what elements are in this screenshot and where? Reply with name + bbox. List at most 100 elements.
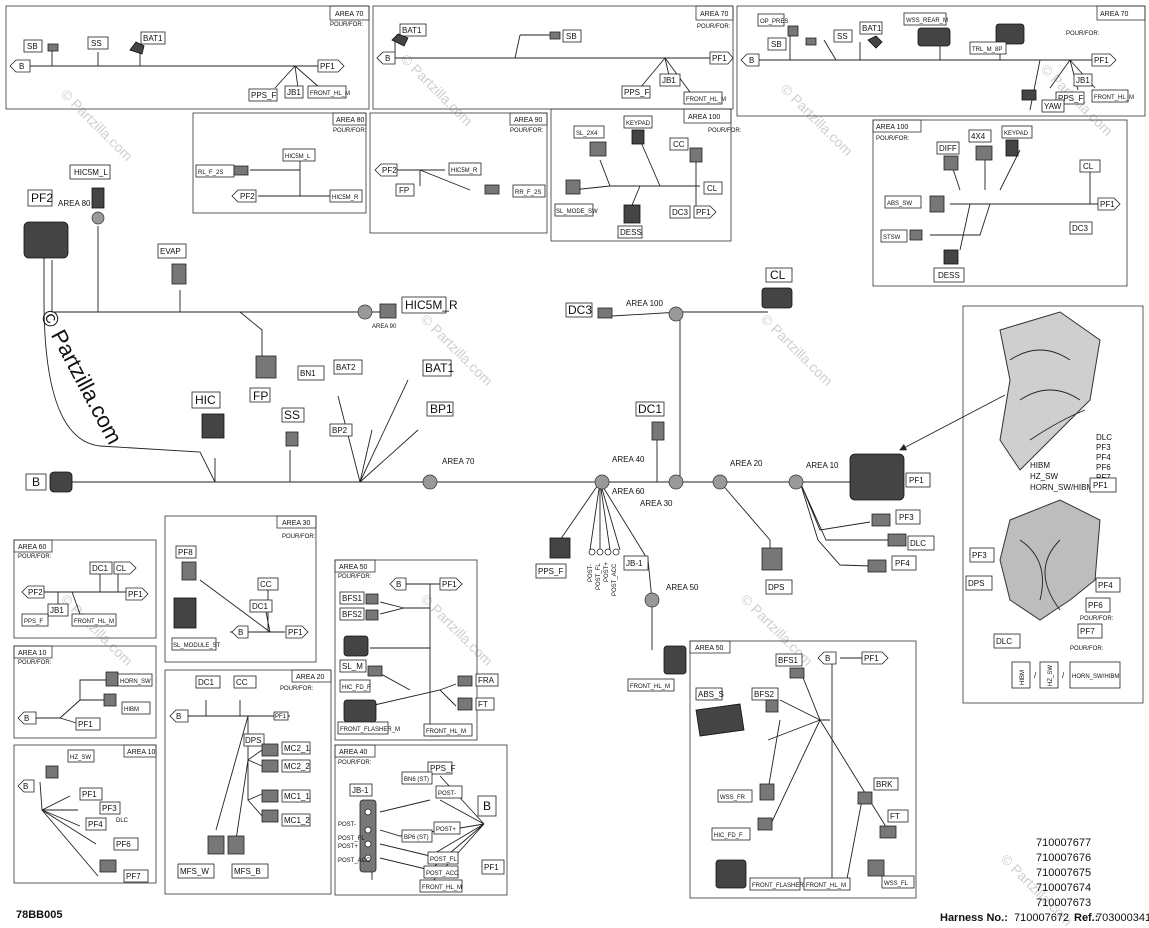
harness-illustration-bottom xyxy=(999,499,1101,621)
svg-text:POST+: POST+ xyxy=(604,562,610,582)
svg-text:BFS2: BFS2 xyxy=(342,610,363,619)
svg-text:BAT1: BAT1 xyxy=(143,34,163,43)
harness-illustration-top xyxy=(999,311,1101,471)
svg-text:OP_PRES: OP_PRES xyxy=(760,19,788,25)
svg-text:B: B xyxy=(385,54,390,63)
svg-text:AREA 70: AREA 70 xyxy=(700,11,729,18)
area100-grommet xyxy=(668,306,684,322)
svg-text:ABS_SW: ABS_SW xyxy=(887,201,912,207)
svg-text:BAT2: BAT2 xyxy=(336,363,356,372)
svg-text:HORN_SW/HIBM: HORN_SW/HIBM xyxy=(1072,674,1119,680)
svg-text:POUR/FOR:: POUR/FOR: xyxy=(282,534,316,540)
area60-label: AREA 60 xyxy=(612,487,645,496)
svg-text:PF1: PF1 xyxy=(82,790,97,799)
svg-text:PF4: PF4 xyxy=(895,559,910,568)
svg-text:PF2: PF2 xyxy=(31,191,53,205)
svg-text:HIC5M_R: HIC5M_R xyxy=(405,298,458,312)
svg-text:JB1: JB1 xyxy=(1076,76,1090,85)
svg-text:POST+: POST+ xyxy=(436,827,456,833)
svg-text:EVAP: EVAP xyxy=(160,247,181,256)
svg-text:PF6: PF6 xyxy=(116,840,131,849)
area90-grommet xyxy=(357,304,373,320)
svg-text:POST-: POST- xyxy=(438,791,456,797)
area40-grommet xyxy=(594,474,610,490)
svg-text:AREA 100: AREA 100 xyxy=(876,124,908,131)
svg-text:AREA 90: AREA 90 xyxy=(514,117,543,124)
svg-text:AREA 70: AREA 70 xyxy=(335,11,364,18)
svg-text:CL: CL xyxy=(770,268,786,282)
svg-text:PF1: PF1 xyxy=(78,720,93,729)
svg-text:HIBM: HIBM xyxy=(1020,670,1026,685)
svg-text:DC3: DC3 xyxy=(1072,224,1089,233)
svg-text:BFS2: BFS2 xyxy=(754,690,775,699)
svg-text:POUR/FOR:: POUR/FOR: xyxy=(697,24,731,30)
svg-text:HIC5M_L: HIC5M_L xyxy=(74,168,108,177)
svg-text:B: B xyxy=(32,475,40,489)
svg-text:BAT1: BAT1 xyxy=(425,361,454,375)
area70-grommet xyxy=(422,474,438,490)
svg-text:JB1: JB1 xyxy=(50,606,64,615)
svg-text:PF3: PF3 xyxy=(1096,443,1111,452)
svg-text:AREA 20: AREA 20 xyxy=(296,674,325,681)
svg-text:KEYPAD: KEYPAD xyxy=(1004,131,1029,137)
svg-text:CL: CL xyxy=(707,184,718,193)
svg-text:POST_FL: POST_FL xyxy=(596,563,602,590)
svg-text:MFS_B: MFS_B xyxy=(234,867,261,876)
svg-text:PF1: PF1 xyxy=(128,590,143,599)
svg-text:PPS_F: PPS_F xyxy=(24,619,43,625)
svg-text:FP: FP xyxy=(399,186,409,195)
svg-text:710007677: 710007677 xyxy=(1036,837,1091,849)
svg-text:TRL_M_8P: TRL_M_8P xyxy=(972,47,1002,53)
svg-text:ABS_S: ABS_S xyxy=(698,690,724,699)
svg-text:DPS: DPS xyxy=(768,583,784,592)
svg-text:PF2: PF2 xyxy=(28,588,43,597)
area30-label: AREA 30 xyxy=(640,499,673,508)
area50-label: AREA 50 xyxy=(666,583,699,592)
svg-text:HIC5M_L: HIC5M_L xyxy=(285,154,311,160)
svg-text:PF1: PF1 xyxy=(909,476,924,485)
main-harness xyxy=(43,226,1006,650)
svg-text:CL: CL xyxy=(116,564,127,573)
svg-text:FRONT_HL_M: FRONT_HL_M xyxy=(310,91,350,97)
svg-text:PF1: PF1 xyxy=(1094,56,1109,65)
detail-box-area10-switches: AREA 10 HZ_SW B PF1 PF3 PF4 DLC PF6 PF7 xyxy=(13,744,157,884)
detail-box-area40: AREA 40 POUR/FOR: JB-1 POST- POST_FL POS… xyxy=(334,744,508,896)
svg-text:BAT1: BAT1 xyxy=(862,24,882,33)
svg-text:POUR/FOR:: POUR/FOR: xyxy=(338,760,372,766)
svg-text:DC1: DC1 xyxy=(92,564,109,573)
svg-text:MC2_2: MC2_2 xyxy=(284,762,310,771)
svg-text:AREA 80: AREA 80 xyxy=(336,117,365,124)
area30-grommet xyxy=(668,474,684,490)
area80-grommet xyxy=(91,211,105,225)
svg-text:CC: CC xyxy=(673,140,685,149)
svg-text:HIC5M_R: HIC5M_R xyxy=(451,168,478,174)
svg-text:PF4: PF4 xyxy=(1098,581,1113,590)
svg-text:SL_MODULE_ST: SL_MODULE_ST xyxy=(173,643,221,649)
svg-text:DESS: DESS xyxy=(938,271,960,280)
svg-text:POST_ACC: POST_ACC xyxy=(338,858,371,864)
area90-label: AREA 90 xyxy=(372,324,397,330)
svg-text:SL_MODE_SW: SL_MODE_SW xyxy=(556,209,598,215)
detail-box-area80: AREA 80 POUR/FOR: RL_F_2S HIC5M_L PF2 HI… xyxy=(192,112,367,214)
svg-text:PF8: PF8 xyxy=(178,548,193,557)
svg-text:WSS_FR: WSS_FR xyxy=(720,795,746,801)
svg-text:DC1: DC1 xyxy=(252,602,269,611)
svg-text:B: B xyxy=(825,654,830,663)
svg-text:HORN_SW/HIBM: HORN_SW/HIBM xyxy=(1030,483,1093,492)
svg-text:BP2: BP2 xyxy=(332,426,348,435)
svg-text:CC: CC xyxy=(236,678,248,687)
svg-text:710007676: 710007676 xyxy=(1036,852,1091,864)
svg-text:FRONT_FLASHER_M: FRONT_FLASHER_M xyxy=(752,883,812,889)
svg-text:FRONT_HL_M: FRONT_HL_M xyxy=(686,97,726,103)
svg-text:POST-: POST- xyxy=(588,564,594,582)
svg-text:POUR/FOR:: POUR/FOR: xyxy=(1070,646,1104,652)
svg-text:RR_F_2S: RR_F_2S xyxy=(515,190,541,196)
detail-box-area50-right: AREA 50 BFS1 B PF1 ABS_S BFS2 WSS_FR HIC… xyxy=(689,640,917,899)
svg-text:PF6: PF6 xyxy=(1096,463,1111,472)
svg-text:SS: SS xyxy=(837,32,848,41)
svg-text:POUR/FOR:: POUR/FOR: xyxy=(1066,31,1100,37)
svg-text:710007672: 710007672 xyxy=(1014,912,1069,924)
svg-text:WSS_REAR_M: WSS_REAR_M xyxy=(906,18,948,24)
area80-label: AREA 80 xyxy=(58,199,91,208)
